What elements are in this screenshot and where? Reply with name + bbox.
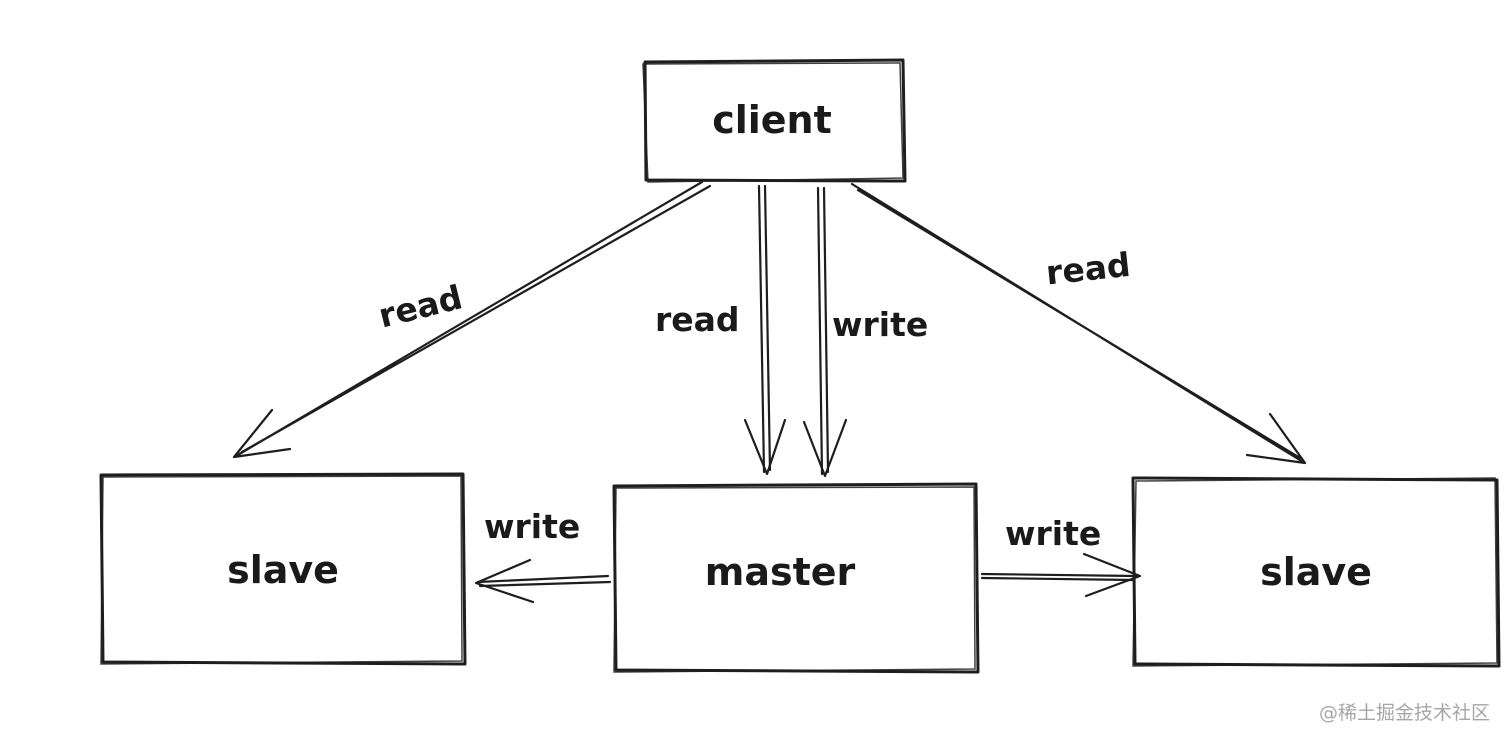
edge-master-to-right-slave: write xyxy=(980,514,1142,598)
client-label: client xyxy=(712,98,832,142)
slave-right-box-sketch xyxy=(1132,477,1498,667)
edge-client-to-master-write-arrowhead xyxy=(802,418,848,478)
edge-label-write-right: write xyxy=(1005,514,1101,553)
slave-left-box-sketch xyxy=(100,475,463,665)
watermark: @稀土掘金技术社区 xyxy=(1318,702,1490,724)
edge-client-to-master-read-line xyxy=(757,184,772,474)
edge-client-to-left-slave: read xyxy=(232,180,712,459)
edge-master-to-left-slave: write xyxy=(474,507,612,604)
edge-client-to-left-slave-line xyxy=(234,180,712,458)
edge-master-to-left-slave-line xyxy=(476,574,612,588)
edge-client-to-left-slave-arrowhead xyxy=(232,408,292,459)
master-label: master xyxy=(705,550,856,594)
edge-label-read-master: read xyxy=(655,300,740,339)
edge-label-write-left: write xyxy=(484,507,580,546)
edge-master-to-left-slave-arrowhead xyxy=(474,558,535,604)
edge-client-to-master-write-line xyxy=(816,186,830,476)
edge-client-to-right-slave: read xyxy=(850,182,1307,465)
slave-left-node: slave xyxy=(99,472,467,666)
edge-label-read-left: read xyxy=(375,277,466,335)
edge-client-to-right-slave-arrowhead xyxy=(1245,412,1307,465)
master-box-sketch xyxy=(613,486,976,673)
edge-client-to-master-read-arrowhead xyxy=(743,418,787,476)
edge-label-read-right: read xyxy=(1044,245,1132,293)
edge-client-to-master-write: write xyxy=(802,186,928,478)
edge-client-to-master-read: read xyxy=(655,184,787,476)
edge-master-to-right-slave-line xyxy=(980,572,1138,582)
edge-label-write-master: write xyxy=(832,305,928,344)
slave-left-label: slave xyxy=(227,548,339,592)
slave-right-label: slave xyxy=(1260,550,1372,594)
client-box-sketch xyxy=(642,62,904,183)
edge-client-to-right-slave-line xyxy=(850,182,1305,464)
edge-master-to-right-slave-arrowhead xyxy=(1082,552,1142,598)
slave-right-node: slave xyxy=(1131,476,1501,668)
master-node: master xyxy=(612,482,980,674)
client-node: client xyxy=(642,58,907,183)
